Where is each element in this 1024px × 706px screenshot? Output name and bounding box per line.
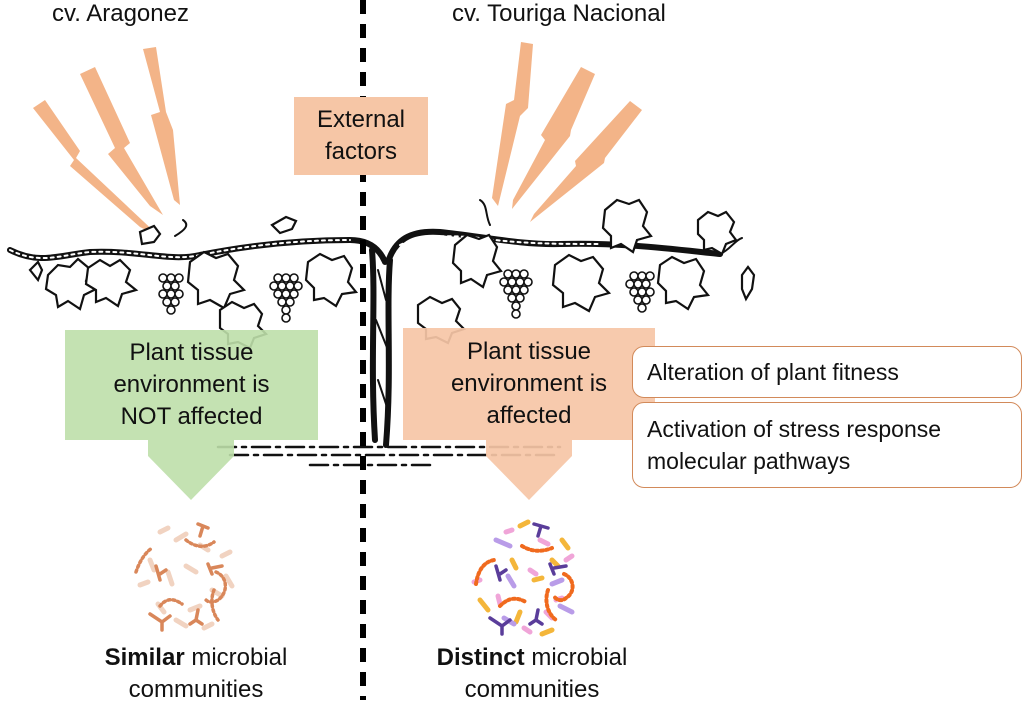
grape-cluster-icon (625, 271, 655, 313)
right-result-line2: communities (464, 676, 600, 703)
outcome-stress-line2: molecular pathways (647, 448, 851, 474)
left-tissue-box: Plant tissue environment is NOT affected (65, 330, 318, 440)
grape-leaf-icon (304, 252, 359, 308)
grape-cluster-icon (499, 269, 533, 319)
lightning-bolt-icon (80, 67, 163, 215)
grape-leaf-icon (270, 215, 298, 235)
right-result-rest: microbial (524, 644, 628, 671)
left-cultivar-title: cv. Aragonez (52, 0, 189, 27)
left-tissue-line2: environment is (113, 371, 270, 398)
grape-leaf-icon (44, 257, 99, 311)
cultivar-divider (360, 0, 366, 700)
right-tissue-line3: affected (486, 402, 572, 429)
right-tissue-line1: Plant tissue (466, 338, 592, 365)
grape-leaf-icon (186, 250, 247, 310)
left-result-caption: Similar microbial communities (60, 642, 332, 706)
grape-leaf-icon (601, 198, 653, 254)
left-arrow-stem (148, 440, 234, 456)
right-tissue-line2: environment is (450, 370, 608, 397)
left-result-bold: Similar (104, 644, 185, 671)
right-result-caption: Distinct microbial communities (396, 642, 668, 706)
external-factors-line2: factors (324, 138, 397, 165)
external-factors-box: External factors (294, 97, 428, 175)
grape-leaf-icon (451, 233, 503, 289)
outcome-stress-response: Activation of stress response molecular … (632, 402, 1022, 488)
grape-leaf-icon (84, 258, 139, 308)
grape-leaf-icon (551, 253, 612, 313)
external-factors-line1: External (316, 106, 406, 133)
grape-leaf-icon (138, 224, 162, 246)
left-tissue-line3: NOT affected (120, 403, 263, 430)
lightning-bolt-icon (33, 100, 160, 237)
left-result-line2: communities (128, 676, 264, 703)
grape-leaf-icon (656, 255, 711, 311)
left-result-rest: microbial (184, 644, 288, 671)
lightning-bolt-icon (512, 67, 595, 209)
right-arrow-stem (486, 440, 572, 456)
similar-microbe-cluster-icon (134, 522, 235, 632)
left-tissue-line1: Plant tissue (129, 339, 254, 366)
grape-leaf-icon (696, 210, 738, 256)
right-result-bold: Distinct (436, 644, 525, 671)
outcome-plant-fitness: Alteration of plant fitness (632, 346, 1022, 398)
outcome-plant-fitness-text: Alteration of plant fitness (647, 359, 899, 385)
lightning-bolt-icon (143, 47, 180, 205)
right-cultivar-title: cv. Touriga Nacional (452, 0, 666, 27)
grape-cluster-icon (158, 273, 184, 315)
outcome-stress-line1: Activation of stress response (647, 416, 942, 442)
right-tissue-box: Plant tissue environment is affected (403, 328, 655, 440)
grape-cluster-icon (269, 273, 303, 323)
distinct-microbe-cluster-icon (471, 519, 575, 637)
grape-leaf-icon (28, 260, 44, 283)
grape-leaf-icon (740, 265, 756, 302)
lightning-bolt-icon (492, 42, 533, 206)
lightning-bolt-icon (530, 101, 642, 222)
